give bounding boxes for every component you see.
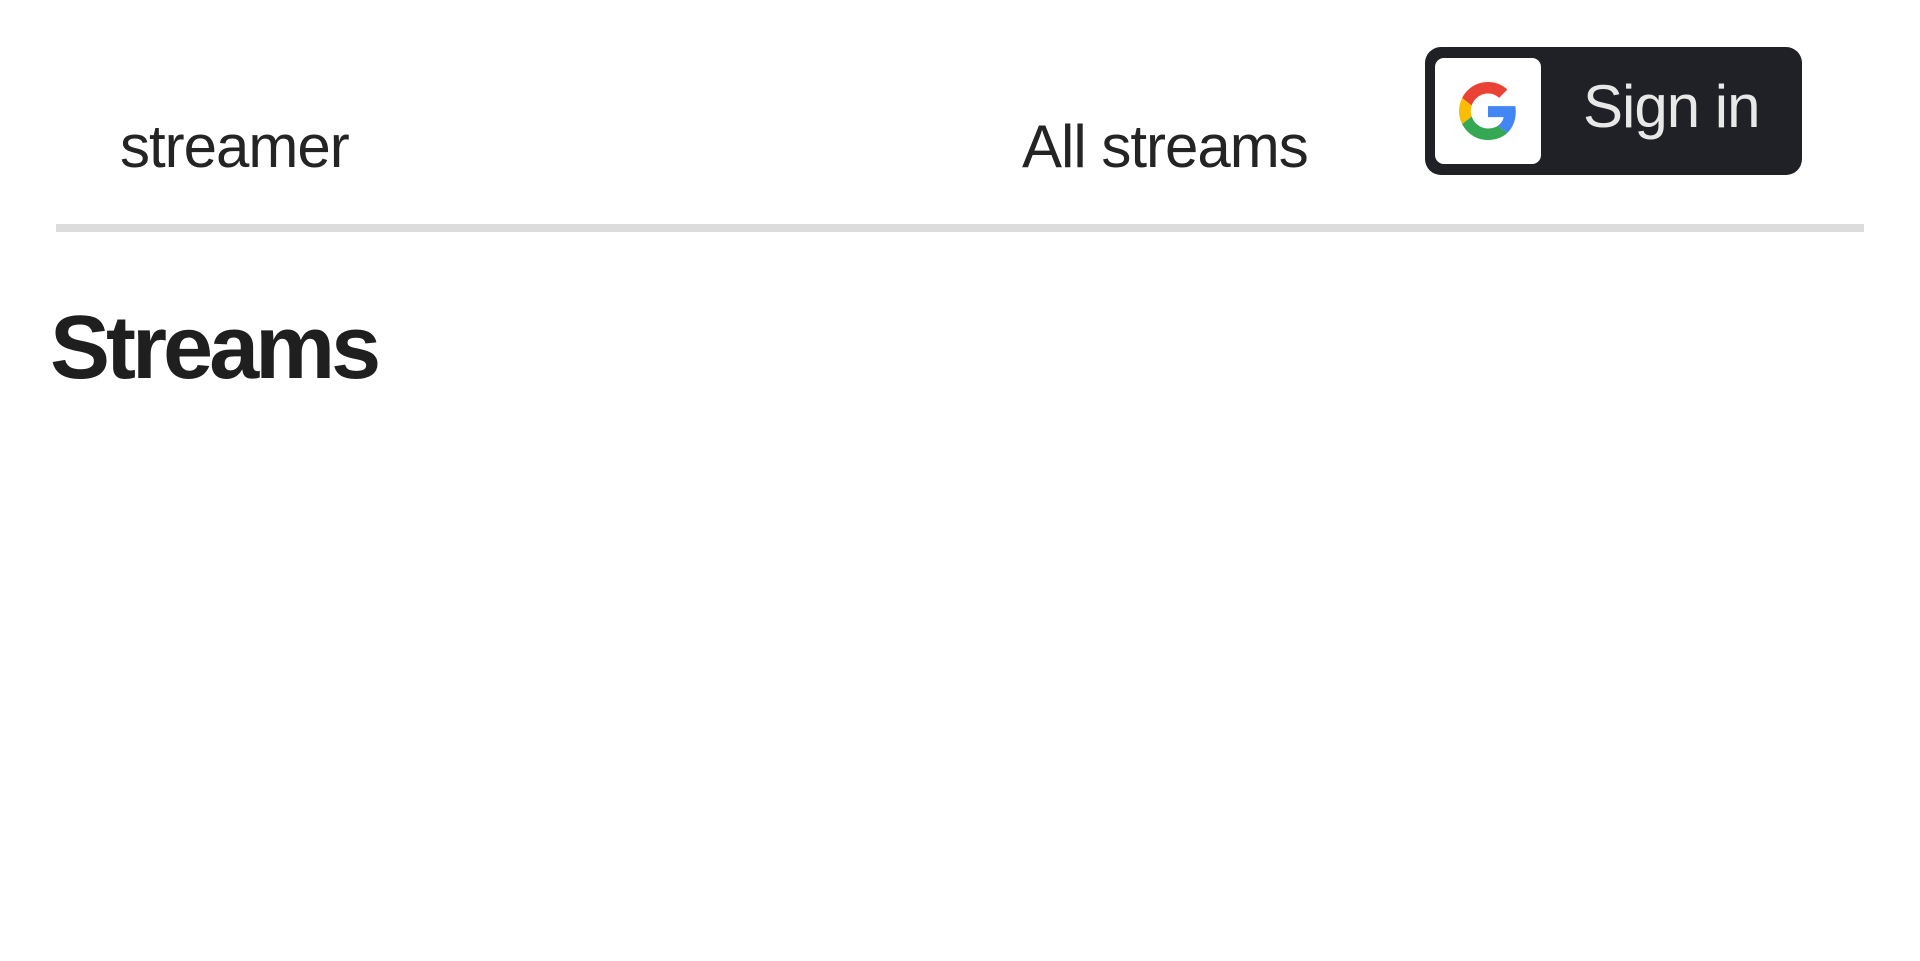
google-signin-button[interactable]: Sign in [1425, 47, 1802, 175]
nav-brand-link[interactable]: streamer [120, 113, 350, 180]
google-logo-icon [1459, 82, 1516, 140]
nav-all-streams-link[interactable]: All streams [1022, 113, 1309, 180]
google-logo-tile [1435, 58, 1541, 164]
page-title: Streams [50, 298, 381, 398]
navbar-divider [56, 224, 1864, 232]
google-signin-label: Sign in [1583, 73, 1760, 140]
navbar: streamer All streams Sign in [0, 0, 1920, 224]
